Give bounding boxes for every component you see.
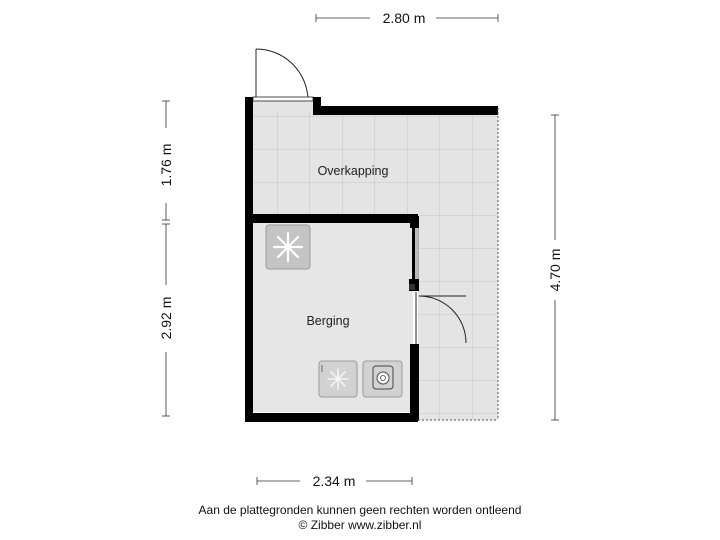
- room-label-berging: Berging: [306, 314, 349, 328]
- overkapping-door: [252, 48, 314, 102]
- footer-disclaimer: Aan de plattegronden kunnen geen rechten…: [198, 503, 522, 517]
- dimension-bottom-width: 2.34 m: [313, 473, 356, 489]
- dryer-unit: [318, 360, 358, 398]
- heat-pump-unit: [265, 224, 311, 270]
- open-edges: [418, 108, 499, 421]
- dimension-left-upper-height: 1.76 m: [158, 144, 174, 187]
- berging-window: [415, 228, 419, 279]
- room-label-overkapping: Overkapping: [318, 164, 389, 178]
- berging-door: [415, 292, 467, 344]
- overkapping-floor: [245, 100, 498, 420]
- dimension-left-lower-height: 2.92 m: [158, 297, 174, 340]
- dimension-lines: [162, 14, 559, 485]
- dimension-right-height: 4.70 m: [547, 249, 563, 292]
- walls: [245, 97, 498, 422]
- washing-machine-unit: [362, 360, 403, 398]
- footer-copyright: © Zibber www.zibber.nl: [298, 518, 422, 532]
- dimension-top-width: 2.80 m: [383, 10, 426, 26]
